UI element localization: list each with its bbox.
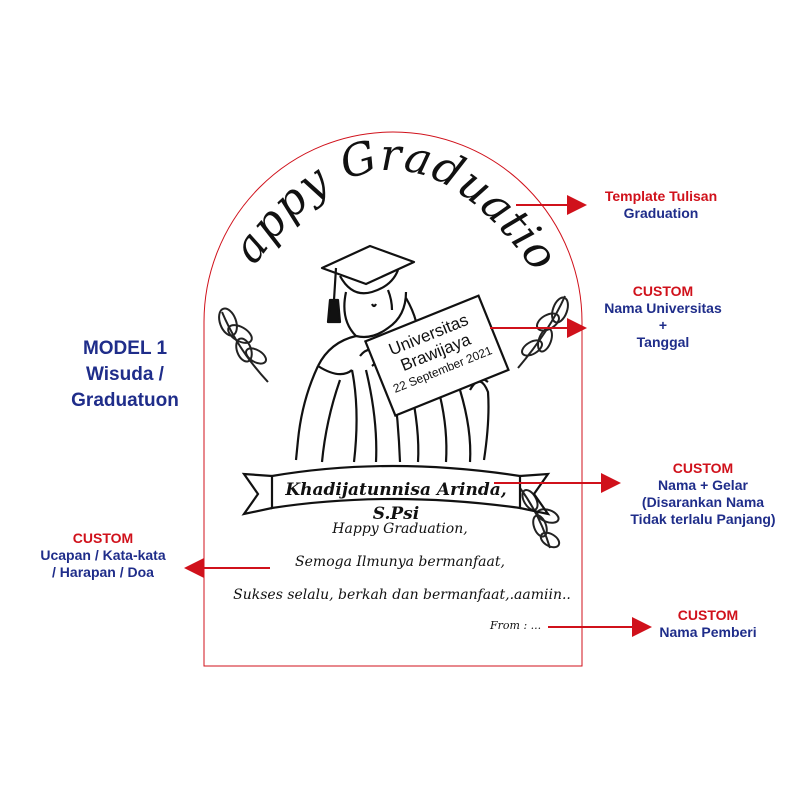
note-name-line-2: (Disarankan Nama [641,494,765,510]
plaque-heading: Happy Graduation [0,0,568,281]
note-name-head: CUSTOM [672,460,734,476]
note-template: Template Tulisan Graduation [586,188,736,222]
message-line-1: Happy Graduation, [332,521,468,537]
note-message: CUSTOM Ucapan / Kata-kata / Harapan / Do… [18,530,188,581]
note-university-line-2: + [658,317,668,333]
note-template-line-1: Template Tulisan [604,188,718,204]
note-name-line-3: Tidak terlalu Panjang) [630,511,776,527]
model-title: MODEL 1 Wisuda / Graduatuon [30,336,220,414]
laurel-right-icon [517,295,569,369]
name-ribbon [241,464,551,516]
university-sign [363,294,510,417]
arch-outline [203,131,583,667]
note-template-line-2: Graduation [623,205,699,221]
note-university: CUSTOM Nama Universitas + Tanggal [583,283,743,351]
note-university-line-3: Tanggal [636,334,690,350]
model-title-line-1: MODEL 1 [82,338,168,359]
note-name-line-1: Nama + Gelar [658,477,748,493]
laurel-left-icon [218,307,269,383]
message-line-2: Semoga Ilmunya bermanfaat, [295,554,505,570]
note-message-head: CUSTOM [72,530,134,546]
note-giver-head: CUSTOM [677,607,739,623]
note-message-line-1: Ucapan / Kata-kata [40,547,166,563]
laurel-lower-right-icon [519,487,561,549]
note-name: CUSTOM Nama + Gelar (Disarankan Nama Tid… [618,460,788,528]
model-title-line-2: Wisuda / [86,364,164,385]
message-line-3: Sukses selalu, berkah dan bermanfaat,.aa… [233,587,571,603]
note-giver: CUSTOM Nama Pemberi [648,607,768,641]
note-university-head: CUSTOM [632,283,694,299]
note-giver-line-1: Nama Pemberi [659,624,757,640]
model-title-line-3: Graduatuon [71,390,179,411]
from-line: From : ... [490,619,542,632]
note-message-line-2: / Harapan / Doa [52,564,154,580]
sign-board [363,294,510,417]
note-university-line-1: Nama Universitas [604,300,722,316]
name-banner-text: Khadijatunnisa Arinda, S.Psi [285,480,507,524]
